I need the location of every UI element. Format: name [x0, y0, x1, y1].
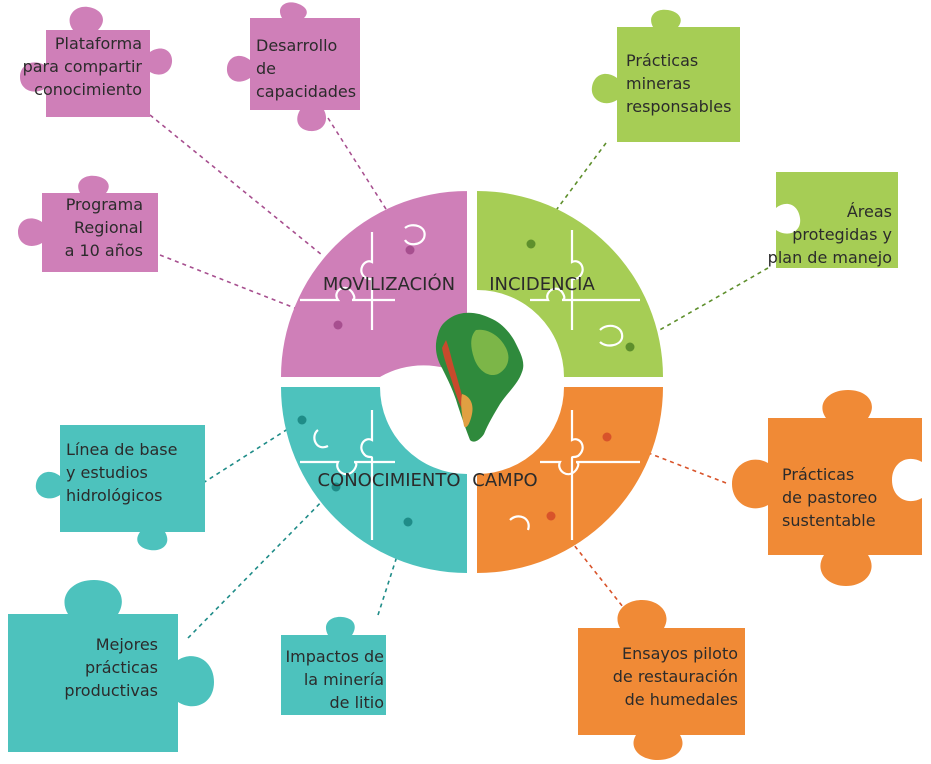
quadrant-label-campo: CAMPO [472, 470, 537, 491]
piece-practicas-mineras-line2: mineras [626, 74, 691, 93]
piece-plataforma-line1: Plataforma [55, 34, 142, 53]
piece-desarrollo-line1: Desarrollo [256, 36, 337, 55]
piece-plataforma-line2: para compartir [23, 57, 143, 76]
piece-impactos-line2: la minería [304, 670, 384, 689]
piece-mejores-line3: productivas [64, 681, 158, 700]
piece-pastoreo-line3: sustentable [782, 511, 876, 530]
piece-programa-line2: Regional [74, 218, 143, 237]
ring-seams [300, 224, 640, 540]
piece-pastoreo-line1: Prácticas [782, 465, 854, 484]
dot-movilizacion-a [405, 245, 415, 255]
dot-conocimiento-a [297, 415, 307, 425]
leader-linea-base [202, 419, 303, 484]
piece-desarrollo: Desarrollo de capacidades [226, 2, 360, 132]
quadrant-movilizacion [281, 187, 467, 377]
leader-plataforma [149, 114, 323, 256]
dot-movilizacion-b [333, 320, 343, 330]
piece-mejores-line2: prácticas [85, 658, 158, 677]
piece-programa-line3: a 10 años [65, 241, 143, 260]
piece-desarrollo-line2: de [256, 59, 276, 78]
piece-pastoreo-line2: de pastoreo [782, 488, 877, 507]
piece-practicas-mineras: Prácticas mineras responsables [591, 9, 740, 142]
leader-areas [629, 267, 769, 348]
piece-mejores: Mejores prácticas productivas [8, 580, 214, 752]
piece-linea-base: Línea de base y estudios hidrológicos [35, 425, 205, 551]
piece-pastoreo: Prácticas de pastoreo sustentable [732, 390, 922, 586]
piece-impactos-line3: de litio [330, 693, 384, 712]
dot-campo-b [546, 511, 556, 521]
dot-conocimiento-c [403, 517, 413, 527]
piece-desarrollo-line3: capacidades [256, 82, 356, 101]
quadrant-conocimiento [281, 387, 467, 573]
dot-campo-a [602, 432, 612, 442]
quadrant-campo [477, 387, 663, 573]
piece-areas-line3: plan de manejo [768, 248, 892, 267]
quadrant-label-movilizacion: MOVILIZACIÓN [323, 273, 455, 295]
piece-linea-base-line3: hidrológicos [66, 486, 163, 505]
piece-programa-line1: Programa [66, 195, 143, 214]
piece-areas-line2: protegidas y [792, 225, 892, 244]
dot-incidencia-b [625, 342, 635, 352]
piece-areas: Áreas protegidas y plan de manejo [768, 172, 898, 268]
piece-areas-line1: Áreas [847, 202, 892, 221]
quadrant-incidencia [477, 191, 663, 377]
dot-incidencia-a [526, 239, 536, 249]
piece-practicas-mineras-line3: responsables [626, 97, 731, 116]
piece-ensayos-line3: de humedales [625, 690, 738, 709]
piece-impactos-line1: Impactos de [285, 647, 384, 666]
puzzle-pieces: Plataforma para compartir conocimiento D… [8, 2, 922, 760]
piece-ensayos-line2: de restauración [613, 667, 738, 686]
piece-plataforma: Plataforma para compartir conocimiento [20, 6, 173, 118]
central-ring: MOVILIZACIÓN INCIDENCIA CONOCIMIENTO CAM… [281, 187, 663, 573]
piece-impactos: Impactos de la minería de litio [281, 616, 386, 715]
piece-programa: Programa Regional a 10 años [18, 175, 158, 272]
piece-plataforma-line3: conocimiento [34, 80, 142, 99]
piece-mejores-line1: Mejores [96, 635, 158, 654]
quadrant-label-conocimiento: CONOCIMIENTO [317, 470, 460, 491]
piece-linea-base-line1: Línea de base [66, 440, 177, 459]
leader-mejores [187, 486, 337, 639]
quadrant-label-incidencia: INCIDENCIA [489, 274, 595, 295]
piece-ensayos-line1: Ensayos piloto [622, 644, 738, 663]
piece-practicas-mineras-line1: Prácticas [626, 51, 698, 70]
dot-conocimiento-b [331, 482, 341, 492]
south-america-map-icon [435, 312, 524, 442]
piece-ensayos: Ensayos piloto de restauración de humeda… [578, 600, 745, 760]
piece-linea-base-line2: y estudios [66, 463, 148, 482]
